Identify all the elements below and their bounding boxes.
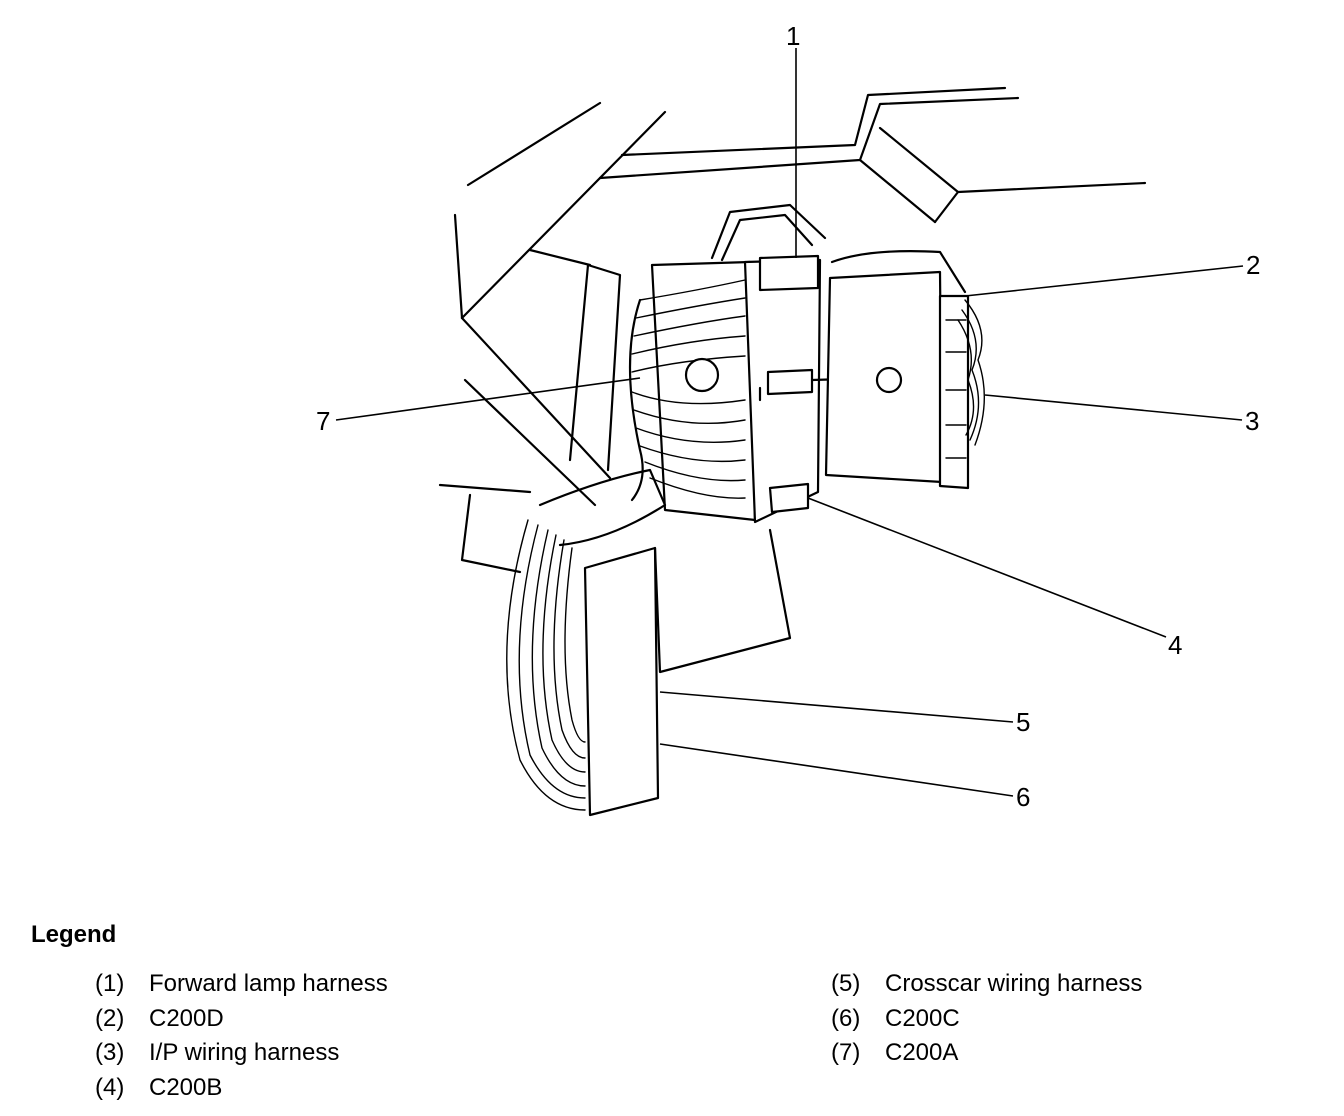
callout-7: 7 [316, 406, 330, 436]
legend-item-number: (5) [831, 970, 861, 997]
legend: Legend (1) Forward lamp harness (2) C200… [0, 915, 1344, 1115]
legend-column-right: (5) Crosscar wiring harness (6) C200C (7… [831, 969, 1142, 1073]
callout-1: 1 [786, 21, 800, 51]
legend-column-left: (1) Forward lamp harness (2) C200D (3) I… [95, 969, 388, 1107]
legend-item-text: C200B [149, 1073, 223, 1101]
legend-item: (1) Forward lamp harness [95, 969, 388, 1004]
legend-item-text: C200D [149, 1004, 224, 1032]
legend-item-number: (3) [95, 1039, 125, 1066]
legend-item-text: I/P wiring harness [149, 1039, 340, 1066]
legend-item-text: Crosscar wiring harness [885, 970, 1143, 997]
legend-item-number: (1) [95, 970, 125, 997]
legend-item-number: (2) [95, 1004, 125, 1032]
callout-6: 6 [1016, 782, 1030, 812]
legend-item-text: C200C [885, 1004, 960, 1032]
callout-3: 3 [1245, 406, 1259, 436]
callout-5: 5 [1016, 707, 1030, 737]
legend-item-number: (4) [95, 1073, 125, 1101]
legend-item-text: C200A [885, 1039, 959, 1066]
vehicle-structure [438, 86, 1147, 574]
legend-item: (4) C200B [95, 1073, 388, 1108]
c200b-connector [743, 254, 882, 524]
callout-4: 4 [1168, 630, 1182, 660]
legend-item-number: (7) [831, 1039, 861, 1066]
callout-2: 2 [1246, 250, 1260, 280]
legend-title: Legend [31, 921, 117, 948]
legend-item-number: (6) [831, 1004, 861, 1032]
legend-item-text: Forward lamp harness [149, 970, 388, 997]
leader-lines [335, 48, 1244, 797]
legend-item: (3) I/P wiring harness [95, 1038, 388, 1073]
c200a-connector [628, 260, 757, 522]
legend-item: (7) C200A [831, 1038, 1142, 1073]
legend-item: (2) C200D [95, 1004, 388, 1039]
c200d-connector [824, 250, 985, 490]
c200c-connector [506, 468, 792, 817]
forward-lamp-harness-bundle [710, 203, 827, 262]
connector-location-diagram: 1 2 3 4 5 6 7 [316, 21, 1260, 817]
callout-labels: 1 2 3 4 5 6 7 [316, 21, 1260, 812]
legend-item: (6) C200C [831, 1004, 1142, 1039]
legend-item: (5) Crosscar wiring harness [831, 969, 1142, 1004]
